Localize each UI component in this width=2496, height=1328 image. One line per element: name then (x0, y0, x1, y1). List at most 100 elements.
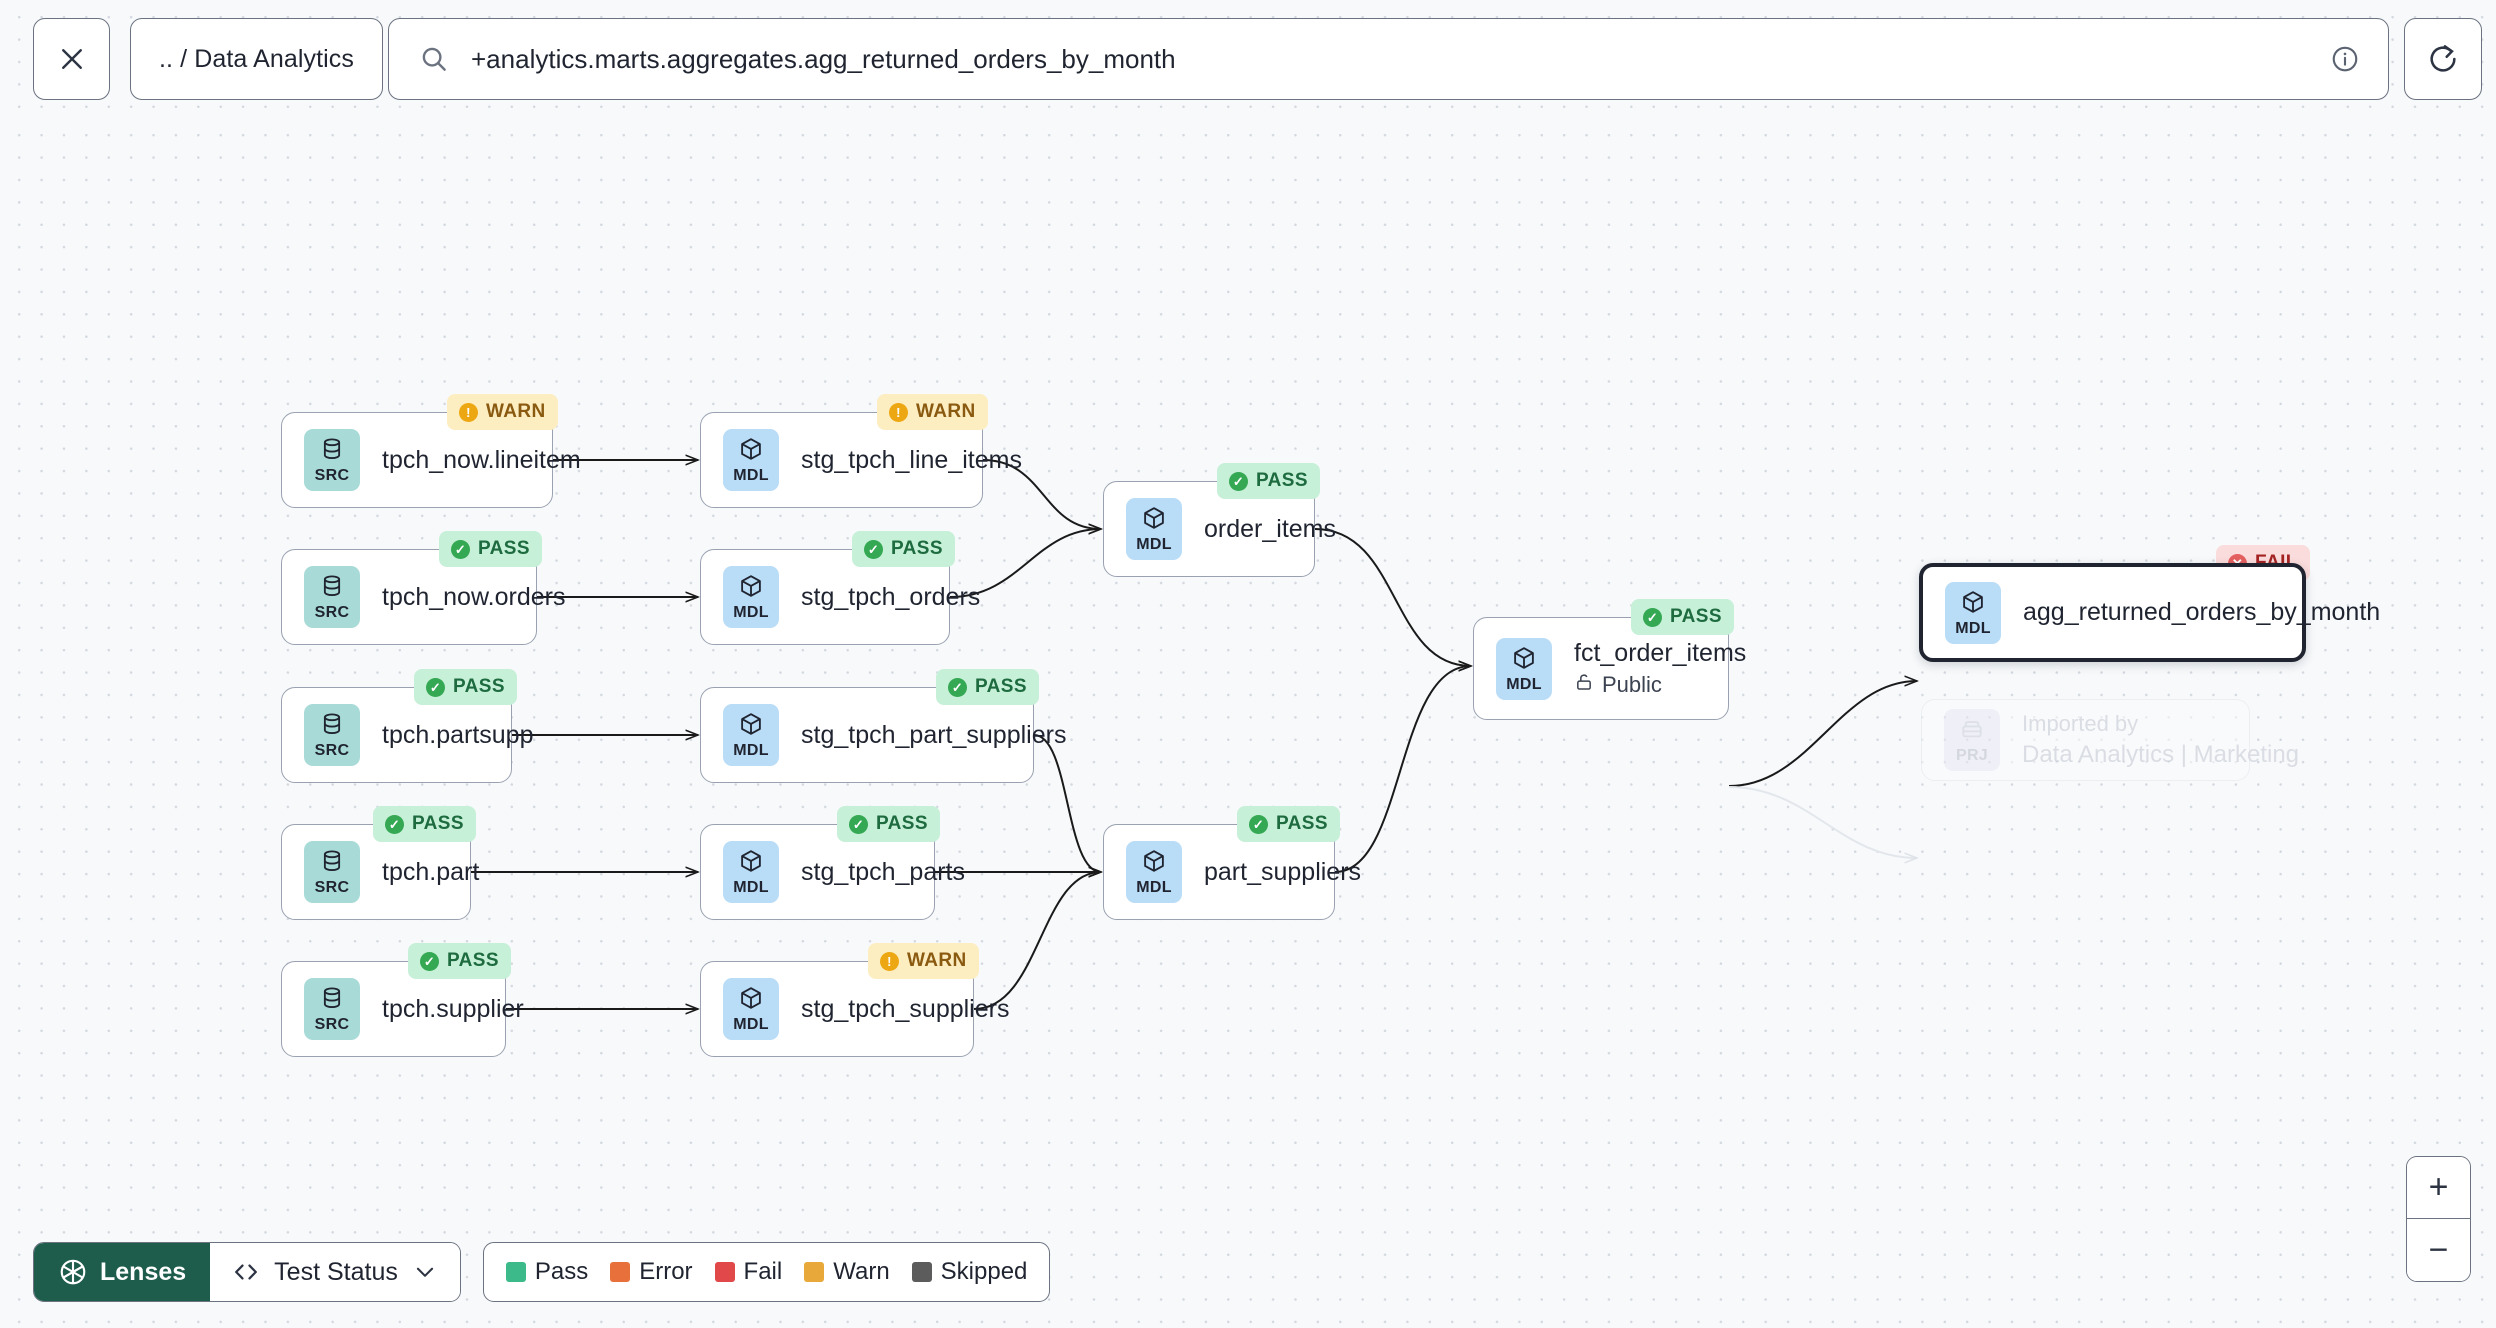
code-icon (232, 1258, 260, 1286)
cube-icon (738, 573, 764, 604)
legend-item-warn[interactable]: Warn (804, 1258, 890, 1286)
status-badge-pass[interactable]: ✓PASS (936, 669, 1039, 705)
node-kind-badge-mdl: MDL (1126, 498, 1182, 560)
database-icon (319, 848, 345, 879)
node-kind-label: MDL (733, 879, 769, 896)
legend-item-skipped[interactable]: Skipped (911, 1258, 1028, 1286)
status-badge-label: PASS (1276, 813, 1328, 834)
graph-node-stg_orders[interactable]: MDL stg_tpch_orders (700, 549, 980, 645)
legend-item-pass[interactable]: Pass (505, 1258, 589, 1286)
status-badge-label: PASS (1256, 470, 1308, 491)
node-title: tpch.part (382, 857, 480, 886)
legend-swatch-icon (610, 1262, 631, 1282)
status-badge-pass[interactable]: ✓PASS (414, 669, 517, 705)
graph-node-src_partsupp[interactable]: SRC tpch.partsupp (281, 687, 534, 783)
node-kind-label: MDL (1955, 619, 1991, 637)
legend-label: Fail (743, 1258, 783, 1285)
node-text: stg_tpch_suppliers (801, 995, 1009, 1024)
node-kind-label: SRC (314, 604, 350, 621)
zoom-in-button[interactable]: + (2407, 1157, 2470, 1219)
status-dot-icon: ! (889, 402, 908, 422)
node-text: stg_tpch_line_items (801, 446, 1022, 475)
status-badge-label: PASS (453, 676, 505, 697)
bottom-toolbar: Lenses Test Status Pass Error Fail Warn Skip… (33, 1242, 1051, 1302)
status-badge-warn[interactable]: !WARN (868, 943, 979, 979)
node-text: stg_tpch_part_suppliers (801, 721, 1066, 750)
node-text: stg_tpch_orders (801, 583, 980, 612)
status-dot-icon: ✓ (1643, 607, 1662, 627)
node-kind-badge-mdl: MDL (723, 566, 779, 628)
node-kind-label: MDL (1506, 675, 1542, 693)
node-text: tpch_now.lineitem (382, 446, 581, 475)
node-title: order_items (1204, 514, 1336, 543)
status-badge-pass[interactable]: ✓PASS (852, 531, 955, 567)
node-visibility: Public (1574, 672, 1746, 698)
node-kind-label: MDL (733, 1016, 769, 1033)
status-badge-label: PASS (876, 813, 928, 834)
status-badge-warn[interactable]: ! WARN (877, 394, 988, 430)
status-badge-warn[interactable]: ! WARN (447, 394, 558, 430)
node-kind-label: SRC (314, 467, 350, 484)
status-badge-pass[interactable]: ✓PASS (1631, 599, 1734, 635)
breadcrumb-label: .. / Data Analytics (158, 44, 355, 73)
top-bar: .. / Data Analytics +analytics.marts.agg… (0, 0, 2496, 118)
legend-label: Warn (833, 1258, 890, 1285)
node-title: tpch_now.lineitem (382, 445, 581, 474)
legend-label: Pass (534, 1258, 589, 1285)
status-legend: Pass Error Fail Warn Skipped (482, 1242, 1051, 1302)
node-kind-label: SRC (314, 1016, 350, 1033)
search-input[interactable]: +analytics.marts.aggregates.agg_returned… (388, 18, 2389, 100)
status-badge-pass[interactable]: ✓PASS (1237, 806, 1340, 842)
node-title: tpch.supplier (382, 994, 524, 1023)
node-kind-label: SRC (314, 879, 350, 896)
zoom-out-button[interactable]: − (2407, 1219, 2470, 1281)
lenses-button[interactable]: Lenses (34, 1243, 211, 1301)
status-badge-label: WARN (916, 401, 976, 422)
node-kind-badge-mdl: MDL (1496, 637, 1552, 700)
status-badge-label: WARN (486, 401, 546, 422)
status-dot-icon: ! (459, 402, 478, 422)
status-dot-icon: ! (880, 951, 899, 971)
breadcrumb[interactable]: .. / Data Analytics (130, 18, 383, 100)
legend-item-fail[interactable]: Fail (714, 1258, 783, 1286)
legend-label: Skipped (940, 1258, 1028, 1285)
node-kind-badge-mdl: MDL (723, 429, 779, 491)
node-kind-badge-mdl: MDL (723, 704, 779, 766)
node-title: stg_tpch_orders (801, 582, 981, 611)
lineage-canvas[interactable]: SRC tpch_now.lineitem! WARN SRC tpch_now.ord… (0, 118, 2496, 1328)
graph-node-agg_returned[interactable]: MDL agg_returned_orders_by_month (1919, 563, 2380, 662)
refresh-button[interactable] (2404, 18, 2482, 100)
node-text: agg_returned_orders_by_month (2023, 598, 2380, 627)
status-badge-pass[interactable]: ✓PASS (439, 531, 542, 567)
node-kind-badge-src: SRC (304, 841, 360, 903)
status-badge-pass[interactable]: ✓PASS (408, 943, 511, 979)
cube-icon (738, 711, 764, 742)
status-badge-pass[interactable]: ✓ PASS (837, 806, 940, 842)
lens-controls: Lenses Test Status (33, 1242, 461, 1302)
lenses-label: Lenses (100, 1257, 187, 1286)
test-status-dropdown[interactable]: Test Status (210, 1243, 460, 1301)
legend-item-error[interactable]: Error (610, 1258, 693, 1286)
node-text: tpch_now.orders (382, 583, 565, 612)
cube-icon (1511, 645, 1537, 676)
aperture-icon (58, 1257, 88, 1287)
node-title: stg_tpch_line_items (801, 445, 1022, 474)
node-title: tpch.partsupp (382, 720, 534, 749)
chevron-down-icon (412, 1259, 438, 1285)
status-dot-icon: ✓ (849, 814, 868, 834)
node-kind-badge-src: SRC (304, 429, 360, 491)
close-button[interactable] (33, 18, 110, 100)
node-kind-badge-mdl: MDL (1126, 841, 1182, 903)
lineage-edges (471, 118, 2496, 1328)
status-badge-pass[interactable]: ✓PASS (1217, 463, 1320, 499)
status-badge-pass[interactable]: ✓PASS (373, 806, 476, 842)
status-dot-icon: ✓ (864, 539, 883, 559)
graph-node-src_supplier[interactable]: SRC tpch.supplier (281, 961, 524, 1057)
node-kind-label: SRC (314, 742, 350, 759)
info-icon[interactable] (2330, 44, 2360, 74)
legend-label: Error (639, 1258, 693, 1285)
database-icon (319, 573, 345, 604)
